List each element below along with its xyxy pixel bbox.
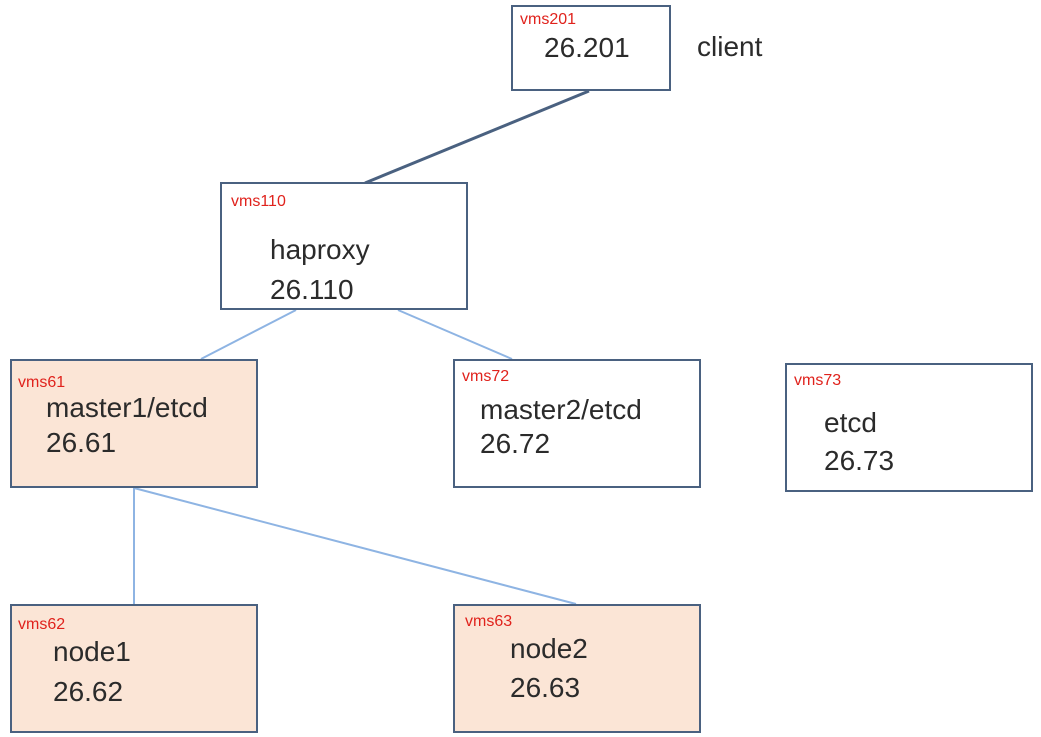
host-label-vms62: vms62 <box>18 616 66 633</box>
node-vms73: vms73 etcd 26.73 <box>785 363 1033 492</box>
edge-vms110-vms72 <box>397 309 513 360</box>
role-label-vms62: node1 <box>53 636 131 667</box>
ip-label-vms62: 26.62 <box>53 676 124 707</box>
ip-label-vms110: 26.110 <box>270 274 354 305</box>
host-label-vms110: vms110 <box>231 193 286 210</box>
ip-label-vms72: 26.72 <box>480 428 551 459</box>
node-vms63: vms63 node2 26.63 <box>453 604 701 733</box>
host-label-vms73: vms73 <box>794 372 842 389</box>
host-label-vms201: vms201 <box>520 11 577 28</box>
host-label-vms63: vms63 <box>465 613 513 630</box>
ip-label-vms73: 26.73 <box>824 445 895 476</box>
client-label: client <box>697 31 763 62</box>
node-vms72: vms72 master2/etcd 26.72 <box>453 359 701 488</box>
host-label-vms61: vms61 <box>18 374 66 391</box>
ip-label-vms61: 26.61 <box>46 427 117 458</box>
edge-vms61-vms63 <box>133 487 577 605</box>
role-label-vms61: master1/etcd <box>46 392 208 423</box>
node-vms201: vms201 26.201 <box>511 5 671 91</box>
role-label-vms73: etcd <box>824 407 877 438</box>
ip-label-vms63: 26.63 <box>510 672 581 703</box>
ip-label-vms201: 26.201 <box>544 32 630 63</box>
edge-vms110-vms61 <box>200 309 297 360</box>
edge-vms201-vms110 <box>364 89 590 185</box>
role-label-vms63: node2 <box>510 633 588 664</box>
node-vms62: vms62 node1 26.62 <box>10 604 258 733</box>
role-label-vms72: master2/etcd <box>480 394 642 425</box>
node-vms110: vms110 haproxy 26.110 <box>220 182 468 310</box>
role-label-vms110: haproxy <box>270 234 370 265</box>
node-vms61: vms61 master1/etcd 26.61 <box>10 359 258 488</box>
host-label-vms72: vms72 <box>462 368 510 385</box>
